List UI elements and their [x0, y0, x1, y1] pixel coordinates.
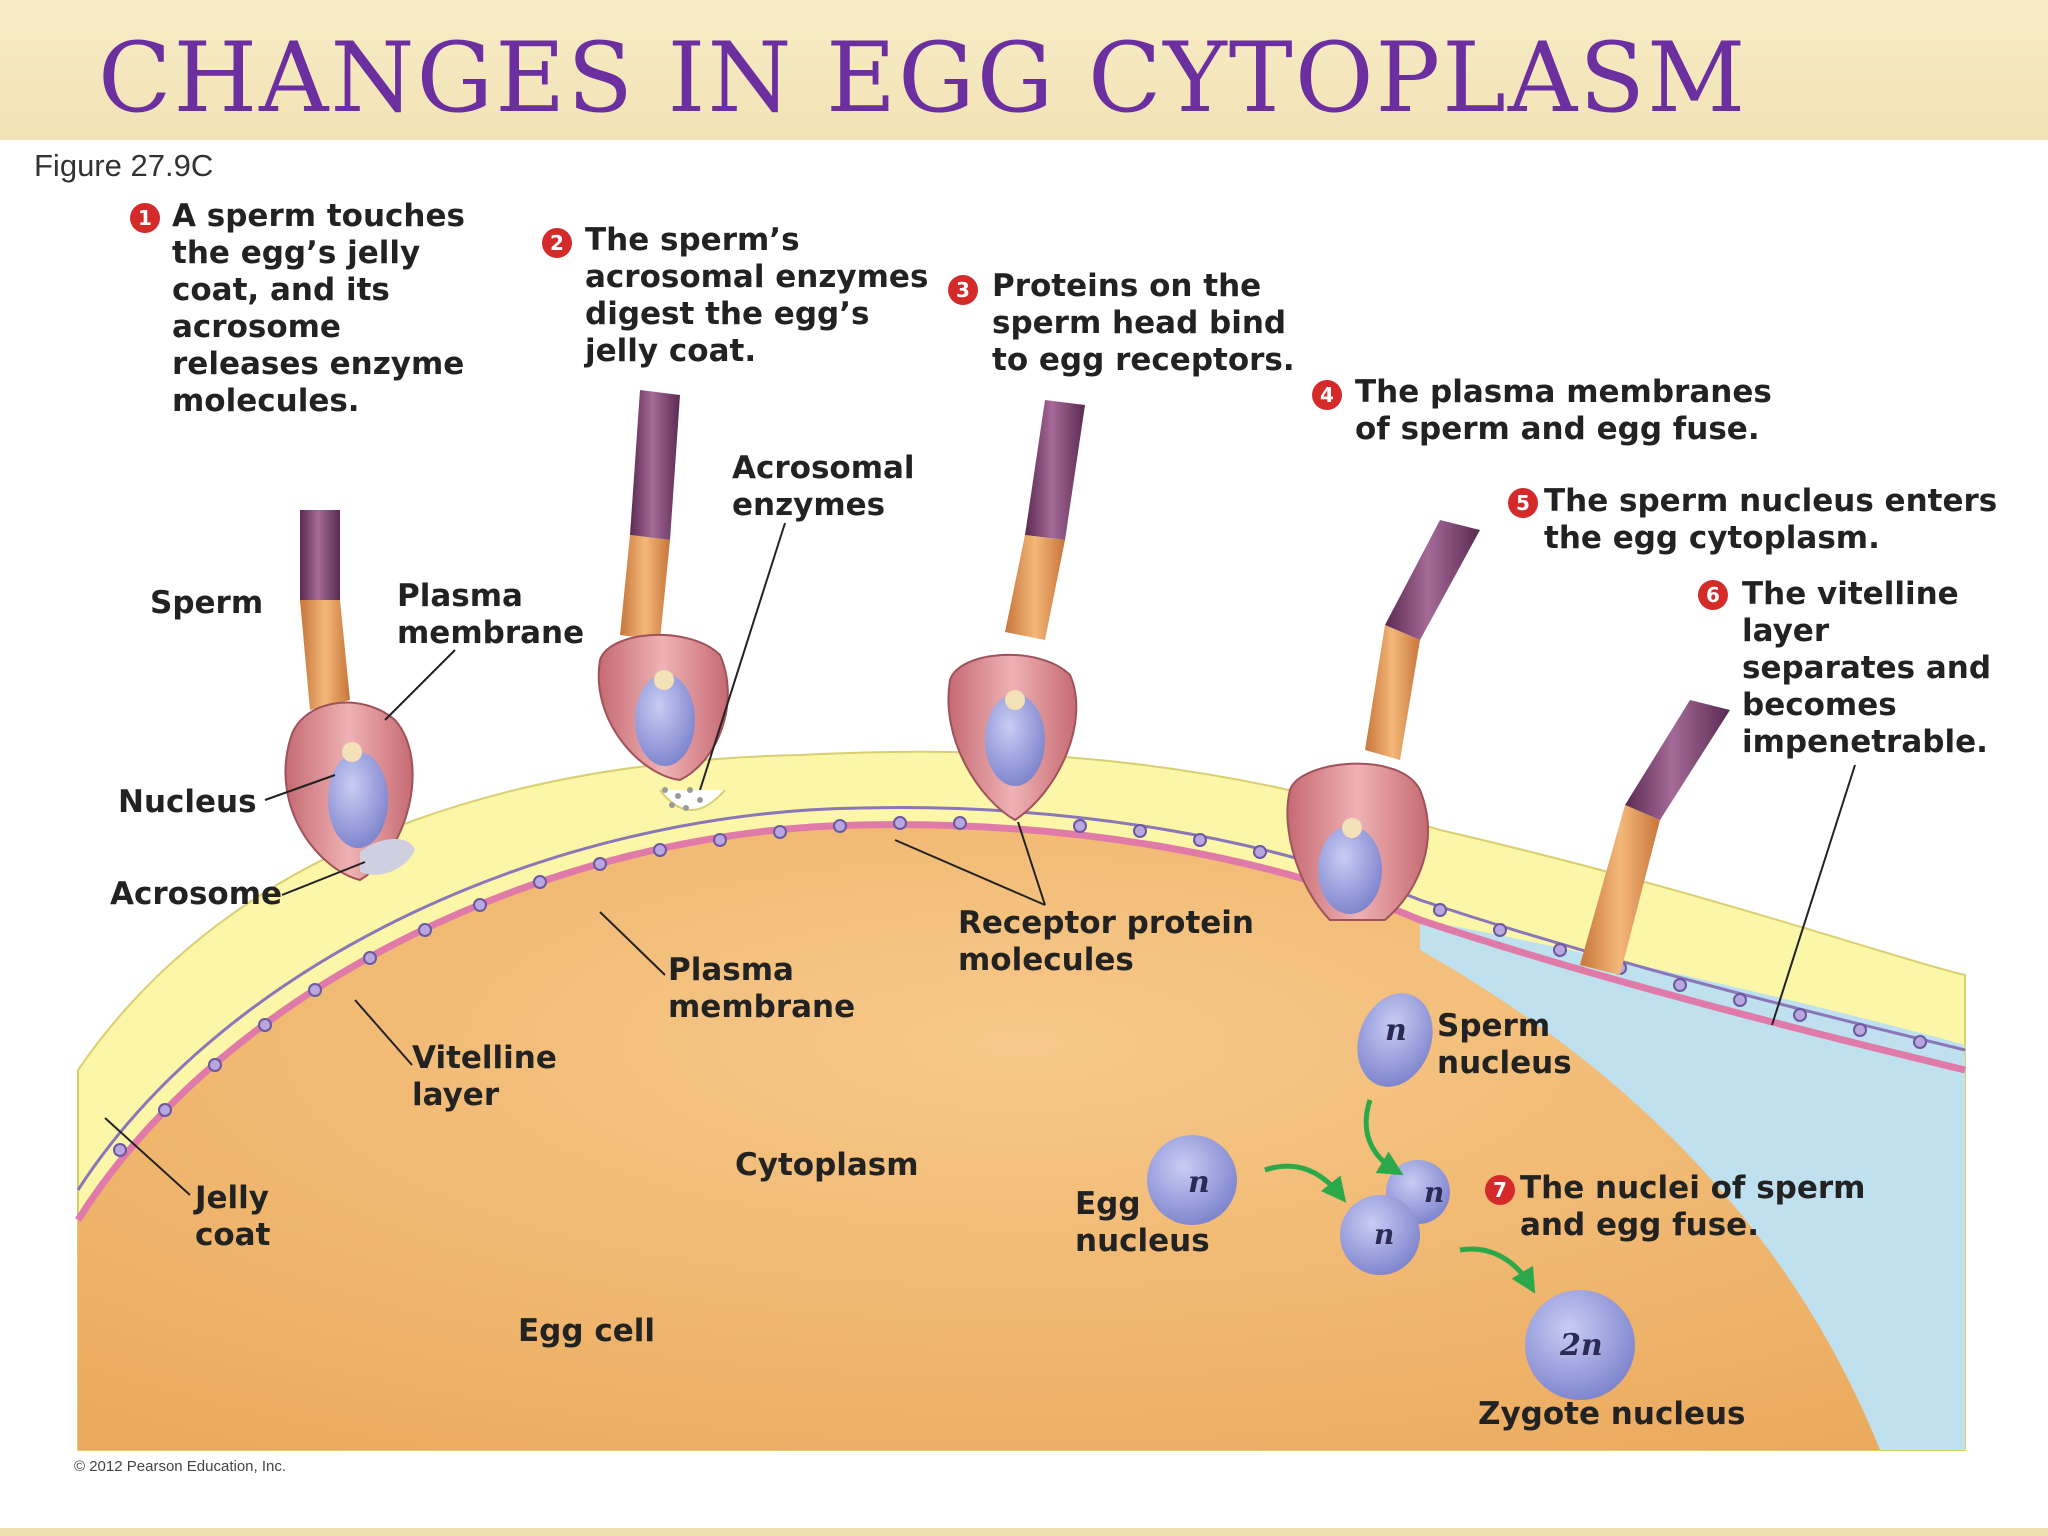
leader-lines [104, 522, 1856, 1196]
vitelline-layer-line [76, 806, 1966, 1191]
label-zygote-nucleus: Zygote nucleus [1478, 1396, 1746, 1432]
sperm-step-6-tail [1580, 700, 1730, 975]
step-7-text: The nuclei of sperm and egg fuse. [1520, 1170, 1866, 1243]
svg-text:n: n [1385, 1013, 1407, 1048]
step-1-badge: 1 [130, 203, 160, 233]
step-2-text: The sperm’s acrosomal enzymes digest the… [585, 222, 929, 369]
svg-text:n: n [1374, 1218, 1394, 1251]
figure-label: Figure 27.9C [34, 148, 214, 183]
label-receptor-protein: Receptor protein molecules [958, 905, 1254, 978]
step-3-text: Proteins on the sperm head bind to egg r… [992, 268, 1295, 378]
zygote-nucleus-shape: 2n [1525, 1290, 1635, 1400]
title-banner [0, 0, 2048, 140]
label-egg-plasma-membrane: Plasma membrane [668, 952, 856, 1025]
step-7-badge: 7 [1485, 1175, 1515, 1205]
step-2-badge: 2 [542, 228, 572, 258]
sperm-step-2 [597, 390, 729, 811]
step-6-badge: 6 [1698, 580, 1728, 610]
label-sperm-nucleus: Sperm nucleus [1437, 1008, 1572, 1081]
copyright-notice: © 2012 Pearson Education, Inc. [74, 1458, 287, 1475]
step-4-text: The plasma membranes of sperm and egg fu… [1355, 374, 1772, 447]
step-1-text: A sperm touches the egg’s jelly coat, an… [172, 198, 465, 419]
step-6-text: The vitelline layer separates and become… [1742, 576, 1992, 760]
step-5-badge: 5 [1508, 488, 1538, 518]
svg-text:n: n [1188, 1165, 1210, 1200]
svg-text:2n: 2n [1559, 1328, 1603, 1363]
label-nucleus: Nucleus [118, 784, 257, 820]
label-vitelline-layer: Vitelline layer [412, 1040, 557, 1113]
acrosomal-enzyme-dots [662, 787, 703, 811]
label-acrosome: Acrosome [110, 876, 283, 912]
sperm-step-1 [284, 510, 415, 882]
fusing-nuclei-shape: n n [1340, 1160, 1450, 1275]
label-sperm-plasma-membrane: Plasma membrane [397, 578, 585, 651]
label-jelly-coat: Jelly coat [195, 1180, 271, 1253]
egg-plasma-membrane [75, 821, 1966, 1222]
label-sperm: Sperm [150, 585, 264, 621]
nuclear-fusion-arrows [1264, 1099, 1536, 1294]
vitelline-space [1420, 920, 1965, 1450]
sperm-step-4 [1286, 520, 1480, 921]
label-cytoplasm: Cytoplasm [735, 1147, 919, 1183]
sperm-step-3 [947, 400, 1085, 822]
receptor-proteins [113, 816, 1927, 1157]
step-5-text: The sperm nucleus enters the egg cytopla… [1544, 483, 1998, 556]
egg-nucleus-shape: n [1147, 1135, 1237, 1225]
slide-title: CHANGES IN EGG CYTOPLASM [98, 22, 1748, 134]
sperm-nucleus-shape: n [1357, 993, 1433, 1087]
label-acrosomal-enzymes: Acrosomal enzymes [732, 450, 915, 523]
step-3-badge: 3 [948, 275, 978, 305]
label-egg-nucleus: Egg nucleus [1075, 1186, 1210, 1259]
svg-text:n: n [1424, 1176, 1444, 1209]
bottom-border [0, 1528, 2048, 1536]
label-egg-cell: Egg cell [518, 1313, 656, 1349]
step-4-badge: 4 [1312, 380, 1342, 410]
